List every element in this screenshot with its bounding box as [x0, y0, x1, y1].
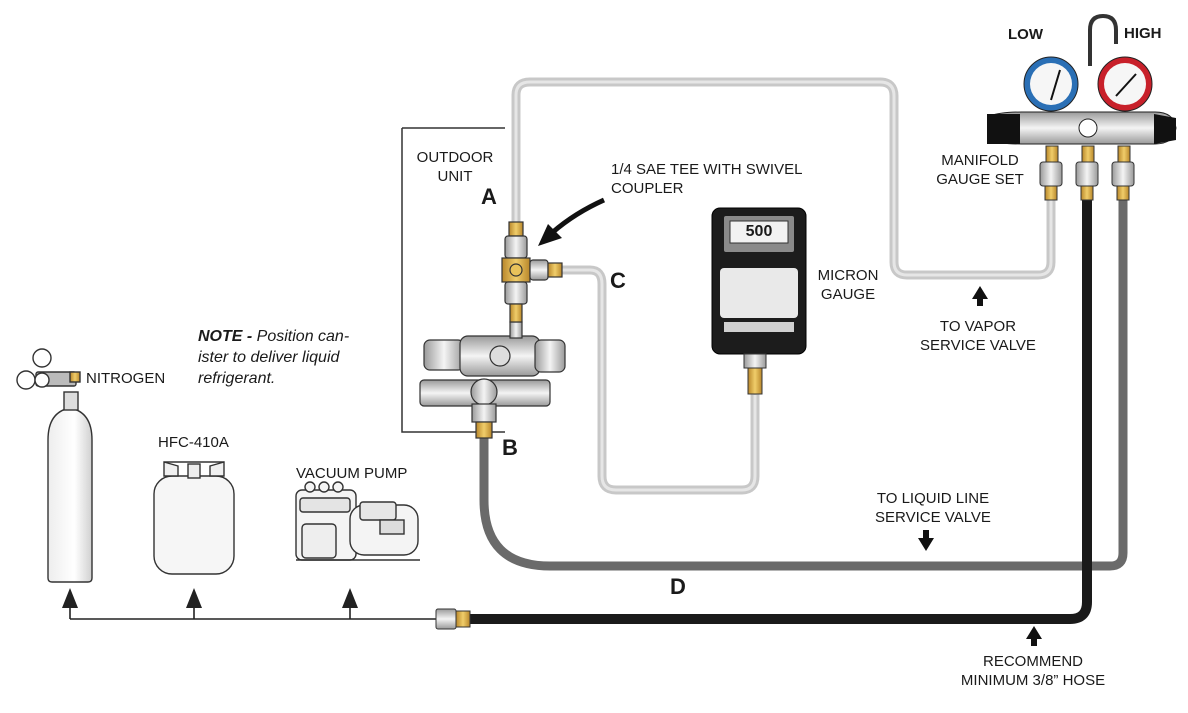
- recommend-line-2: MINIMUM 3/8” HOSE: [960, 672, 1106, 689]
- micron-gauge-line-1: MICRON: [817, 267, 879, 284]
- note-lead: NOTE -: [198, 328, 253, 345]
- point-a-label: A: [481, 184, 497, 209]
- vacuum-pump-icon: [295, 481, 420, 561]
- note-line-3: refrigerant.: [198, 370, 276, 387]
- note-line-2: ister to deliver liquid: [198, 349, 340, 366]
- point-c-label: C: [610, 268, 626, 293]
- refrigerant-canister-icon: [153, 461, 235, 575]
- outdoor-unit-outline: [401, 127, 505, 433]
- vacuum-pump-label: VACUUM PUMP: [296, 465, 408, 482]
- supply-connector-lines: [69, 605, 438, 620]
- micron-gauge-icon: [711, 207, 807, 395]
- nitrogen-label: NITROGEN: [86, 370, 166, 387]
- service-valve-assembly: [419, 321, 566, 439]
- point-d-label: D: [670, 574, 686, 599]
- hfc-label: HFC-410A: [158, 434, 229, 451]
- to-vapor-line-2: SERVICE VALVE: [920, 337, 1036, 354]
- high-label: HIGH: [1124, 25, 1162, 42]
- outdoor-unit-line-2: UNIT: [437, 168, 473, 185]
- nitrogen-cylinder-icon: [16, 348, 93, 583]
- low-label: LOW: [1008, 26, 1043, 43]
- to-liquid-label: TO LIQUID LINE SERVICE VALVE: [858, 489, 1008, 527]
- recommend-line-1: RECOMMEND: [983, 653, 1083, 670]
- arrow-up-icon: [972, 286, 1042, 646]
- vacuum-hose-fitting: [435, 608, 471, 630]
- manifold-label-line-1: MANIFOLD: [941, 152, 1019, 169]
- recommend-label: RECOMMEND MINIMUM 3/8” HOSE: [948, 652, 1118, 690]
- arrow-down-icon: [918, 530, 934, 551]
- outdoor-unit-label: OUTDOOR UNIT: [415, 148, 495, 186]
- micron-reading: 500: [745, 223, 773, 240]
- hose-d-liquid: [479, 195, 1128, 571]
- hose-vacuum: [463, 190, 1092, 624]
- to-liquid-line-1: TO LIQUID LINE: [876, 490, 990, 507]
- note-line-1: Position can-: [252, 328, 350, 345]
- tee-label-line-2: COUPLER: [611, 180, 684, 197]
- to-vapor-line-1: TO VAPOR: [939, 318, 1017, 335]
- manifold-label: MANIFOLD GAUGE SET: [925, 151, 1035, 189]
- micron-gauge-label: MICRON GAUGE: [806, 266, 890, 304]
- note-text: NOTE - Position can- ister to deliver li…: [198, 326, 376, 389]
- point-b-label: B: [502, 435, 518, 460]
- outdoor-unit-line-1: OUTDOOR: [416, 149, 494, 166]
- sae-tee-fitting: [501, 221, 563, 323]
- to-vapor-label: TO VAPOR SERVICE VALVE: [908, 317, 1048, 355]
- curved-arrow-icon: [551, 197, 606, 234]
- micron-gauge-line-2: GAUGE: [820, 286, 876, 303]
- tee-label: 1/4 SAE TEE WITH SWIVEL COUPLER: [611, 160, 802, 198]
- to-liquid-line-2: SERVICE VALVE: [875, 509, 991, 526]
- manifold-gauge-icon: [987, 13, 1177, 201]
- manifold-label-line-2: GAUGE SET: [936, 171, 1024, 188]
- arrow-up-icon: [62, 588, 358, 608]
- tee-label-line-1: 1/4 SAE TEE WITH SWIVEL: [611, 161, 803, 178]
